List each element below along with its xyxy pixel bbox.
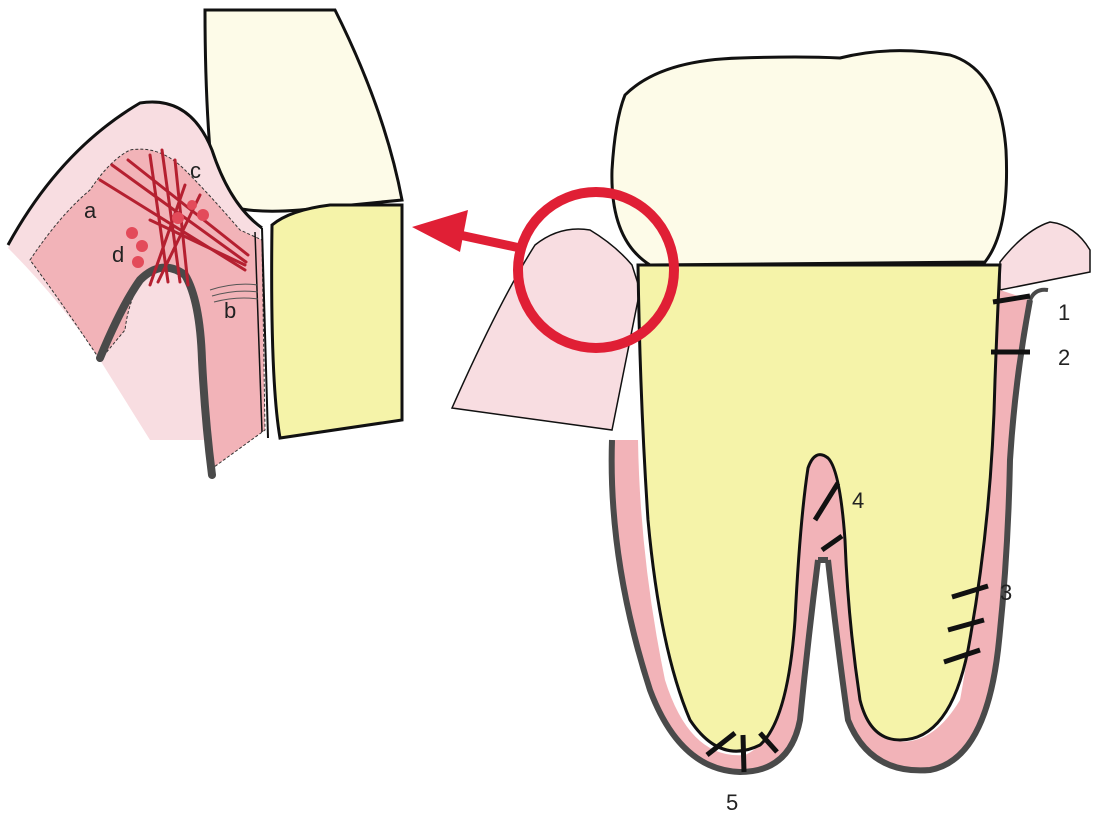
label-a: a	[84, 198, 97, 223]
arrow-head-icon	[412, 210, 468, 252]
fiber-dot	[197, 209, 209, 221]
label-b: b	[224, 298, 236, 323]
crest-hook	[1030, 290, 1048, 300]
label-c: c	[190, 158, 201, 183]
label-2: 2	[1058, 345, 1070, 370]
inset-root	[272, 205, 402, 438]
fiber-5b	[743, 735, 744, 772]
label-1: 1	[1058, 300, 1070, 325]
gingiva-right	[1000, 222, 1090, 290]
fiber-dot	[126, 227, 138, 239]
tooth-crown	[612, 51, 1007, 265]
label-5: 5	[726, 790, 738, 814]
arrow-shaft	[455, 234, 520, 248]
inset-crown-enamel	[205, 10, 402, 211]
fiber-dot	[136, 240, 148, 252]
label-d: d	[112, 242, 124, 267]
tooth-cross-section: 1 2 3 4 5	[452, 51, 1090, 814]
fiber-dot	[172, 212, 184, 224]
inset-detail: a c d b	[8, 10, 402, 475]
label-4: 4	[852, 488, 864, 513]
fiber-dot	[132, 256, 144, 268]
label-3: 3	[1000, 580, 1012, 605]
fiber-dot	[187, 200, 197, 210]
